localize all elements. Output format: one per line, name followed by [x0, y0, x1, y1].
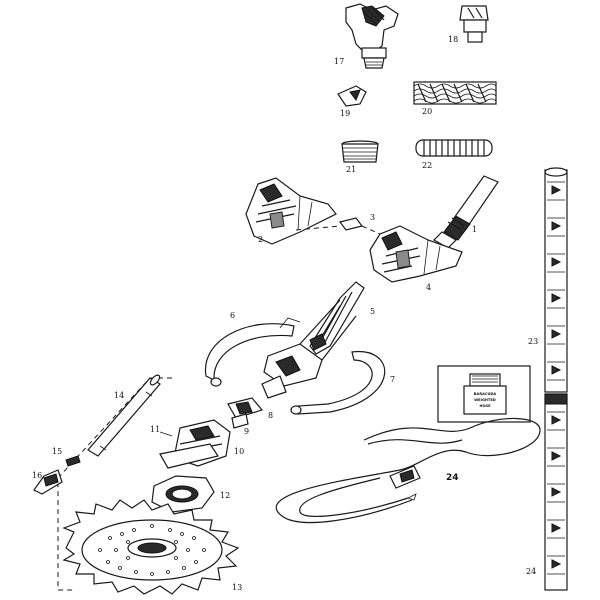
part-1-inlet-tube [433, 175, 499, 249]
weighted-hose-box [437, 365, 531, 423]
part-23-hose-section [544, 167, 568, 393]
callout-8: 8 [268, 411, 273, 420]
part-16-nozzle [33, 469, 63, 495]
callout-2: 2 [258, 235, 263, 244]
callout-19: 19 [340, 109, 350, 118]
part-8-clip [227, 397, 264, 419]
callout-24-kit: 24 [446, 473, 459, 483]
part-18-fitting [459, 5, 489, 43]
callout-20: 20 [422, 107, 432, 116]
callout-22: 22 [422, 161, 432, 170]
part-24-leader-kit [275, 417, 541, 524]
hose-label-line3: HOSE [479, 404, 491, 408]
part-3-block [295, 217, 381, 235]
part-21-ribbed-ring [341, 140, 379, 163]
part-17-connector [345, 3, 399, 69]
leader-11 [159, 431, 173, 437]
part-15-ring [65, 455, 81, 467]
hose-label-line1: BARACUDA [474, 392, 497, 396]
hose-label-line2: WEIGHTED [474, 398, 496, 402]
part-2-upper-housing [245, 177, 337, 245]
part-5-diaphragm [309, 281, 365, 355]
callout-10: 10 [234, 447, 244, 456]
part-4-lower-housing [369, 225, 463, 283]
callout-12: 12 [220, 491, 230, 500]
callout-21: 21 [346, 165, 356, 174]
callout-6: 6 [230, 311, 235, 320]
part-7-right-bumper [290, 350, 386, 415]
part-24-weighted-hose [544, 393, 568, 591]
callout-4: 4 [426, 283, 431, 292]
callout-13: 13 [232, 583, 242, 592]
part-6-left-bumper [204, 317, 301, 387]
callout-11: 11 [150, 425, 160, 434]
throat-assembly [261, 299, 357, 399]
part-19-wedge [337, 85, 367, 107]
part-20-mesh [413, 81, 497, 105]
callout-16: 16 [32, 471, 42, 480]
callout-14: 14 [114, 391, 124, 400]
callout-18: 18 [448, 35, 458, 44]
part-9-pin [231, 413, 249, 429]
callout-15: 15 [52, 447, 62, 456]
part-12-skirt-ring [151, 475, 215, 513]
callout-17: 17 [334, 57, 344, 66]
callout-1: 1 [472, 225, 477, 234]
callout-9: 9 [244, 427, 249, 436]
callout-24-hose: 24 [526, 567, 536, 576]
part-13-disc [62, 499, 240, 595]
part-22-spring [415, 139, 493, 157]
callout-3: 3 [370, 213, 375, 222]
callout-5: 5 [370, 307, 375, 316]
part-14-tube [87, 374, 161, 457]
callout-7: 7 [390, 375, 395, 384]
part-10-foot [159, 419, 231, 469]
callout-23: 23 [528, 337, 538, 346]
